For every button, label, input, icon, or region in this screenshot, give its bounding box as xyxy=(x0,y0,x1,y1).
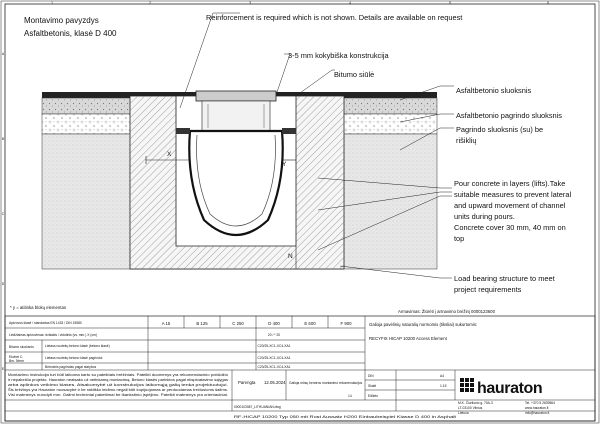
grate-frame xyxy=(195,90,277,102)
grid-side-b: B xyxy=(2,137,5,141)
class-e600: E 600 xyxy=(304,321,316,326)
scale-value: 1:15 xyxy=(440,384,447,388)
callout-bitumen: Bitumo siūlė xyxy=(334,70,374,79)
row-code-1: C20/25-XC1-XC4-XA1 xyxy=(258,344,291,348)
header-note: Galioja pavėlinių naturalių normomis (ti… xyxy=(369,322,477,327)
callout-concrete-4: units during pours. xyxy=(454,212,515,221)
grid-top-5: 5 xyxy=(449,1,451,5)
callout-asphalt-base: Asfaltbetonio pagrindo sluoksnis xyxy=(456,111,562,120)
sheet-label: Eilūtės xyxy=(368,394,378,398)
norm-label: Apkrovos klasė / standartas EN 1433 / DI… xyxy=(9,321,82,325)
reinforcement-notice: Reinforcement is required which is not s… xyxy=(206,13,462,22)
brand-name: hauraton xyxy=(477,380,542,397)
format-value: A4 xyxy=(440,374,444,378)
sheet-value: 14 xyxy=(348,394,352,398)
fine-print-3: arba aplinkos veikimo klases. Atsakomybė… xyxy=(8,383,228,387)
scale-label: Skalė xyxy=(368,384,376,388)
format-label: DIN xyxy=(368,374,374,378)
hauraton-mark-icon xyxy=(460,378,474,392)
channel-flange-right xyxy=(282,128,296,134)
class-f900: F 900 xyxy=(341,321,353,326)
row-label-3: Betoninis pagrindas pagal statybos xyxy=(45,365,96,369)
callout-subbase-1: Pagrindo sluoksnis (su) be xyxy=(456,125,543,134)
grid-side-a: A xyxy=(2,52,5,56)
brand-mail: info@hauraton.lt xyxy=(525,411,549,415)
brand-address-1: M.K. Čiurlionio g. 70A-3 xyxy=(458,400,493,405)
product-name: RECYFIX HICAP 10200 Access Element xyxy=(369,336,448,341)
footnote-left: * y = atitinka blokų elementas xyxy=(10,305,66,310)
row2-label: Bitumo sluoksnis xyxy=(9,345,34,349)
title-line-1: Montavimo pavyzdys xyxy=(24,16,99,25)
grid-top-1: 1 xyxy=(51,1,53,5)
brand-tel: Tel. +370 5 2639564 xyxy=(525,401,555,405)
grid-top-3: 3 xyxy=(249,1,251,5)
grid-side-d: D xyxy=(2,282,5,286)
fine-print-2: ir nepakeičia projekto. Hauraton neatsak… xyxy=(8,378,228,382)
callout-concrete-5: Concrete cover 30 mm, 40 mm on xyxy=(454,223,566,232)
channel-flange-left xyxy=(176,128,190,134)
grid-top-2: 2 xyxy=(149,1,151,5)
callout-load-1: Load bearing structure to meet xyxy=(454,274,555,283)
dim-y: Y xyxy=(282,161,287,168)
row1-value: 20 / * 20 xyxy=(268,333,280,337)
dimension-marks: X Y N xyxy=(145,151,297,269)
fig-description: Galioja mūsų bendros montavimo rekomenda… xyxy=(289,381,362,385)
brand-address-2: LT-03100 Vilnius xyxy=(458,406,483,410)
callout-concrete-3: and upward movement of channel xyxy=(454,201,566,210)
drawing-number: 0000103087_LITHUANIAN.dwg xyxy=(234,405,281,409)
grid-side-markers: A B C D E xyxy=(2,52,5,371)
grid-top-6: 6 xyxy=(547,1,549,5)
callout-concrete-2: suitable measures to prevent lateral xyxy=(454,190,571,199)
brand-address-3: Lietuva xyxy=(458,411,469,415)
grid-side-e: E xyxy=(2,367,5,371)
dim-n: N xyxy=(288,253,293,260)
channel-inner-wall xyxy=(196,134,276,227)
row-label-2: Lietaus nuotekų betono klasė pagrindui xyxy=(45,356,103,360)
leader-lines xyxy=(179,12,454,279)
callout-asphalt: Asfaltbetonio sluoksnis xyxy=(456,86,531,95)
fine-print-4: Šis brėžinys yra Hauraton nuosavybė ir b… xyxy=(8,387,228,392)
callout-subbase-2: rišiklių xyxy=(456,136,477,145)
fine-print-1: Montavimo instrukcija turi būti laikoma … xyxy=(8,373,228,377)
grid-top-4: 4 xyxy=(349,1,351,5)
callout-steel: 3-5 mm kokybiška konstrukcija xyxy=(288,51,390,60)
brand-logo: hauraton xyxy=(460,378,543,397)
row1-label: Leidžiamas apkrovimas: dvišakis / viduti… xyxy=(9,333,97,337)
row-code-2: C20/25-XC1-XC4-XA1 xyxy=(258,356,291,360)
class-c250: C 250 xyxy=(232,321,244,326)
channel-element xyxy=(176,90,296,236)
row-code-3: C20/25-XC1-XC4-XA1 xyxy=(258,365,291,369)
fine-print-5: Visi matmenys nurodyti mm. Galimi techni… xyxy=(8,393,228,397)
access-cover xyxy=(201,100,271,132)
channel-body xyxy=(188,129,284,236)
callout-concrete-6: top xyxy=(454,234,464,243)
callout-load-2: project requirements xyxy=(454,285,522,294)
parengta-date: 12.05.2024 xyxy=(264,380,286,385)
bottom-line: RF-HICAP 10200 Typ 050 mit Rost Aussatz … xyxy=(234,415,456,419)
parengta-label: Parengta xyxy=(238,380,256,385)
row-label-1: Lietaus nuotekų betono klasė (betono kla… xyxy=(45,344,110,348)
class-a15: A 15 xyxy=(162,321,171,326)
grid-top-markers: 1 2 3 4 5 6 xyxy=(51,1,549,5)
grid-side-c: C xyxy=(2,212,5,216)
class-b125: B 125 xyxy=(196,321,208,326)
title-line-2: Asfaltbetonis, klasė D 400 xyxy=(24,29,117,38)
footnote-right: Armavimas: Žiūrėti į armavimo brėžinį 00… xyxy=(398,309,496,314)
brand-web: www.hauraton.lt xyxy=(525,406,549,410)
dim-x: X xyxy=(167,151,172,158)
class-d400: D 400 xyxy=(268,321,280,326)
title-block xyxy=(4,315,596,422)
callout-concrete-1: Pour concrete in layers (lifts).Take xyxy=(454,179,565,188)
side-label-1: Ekvbet C. xyxy=(9,355,23,359)
side-label-2: Bm. 9/mm xyxy=(9,359,24,363)
